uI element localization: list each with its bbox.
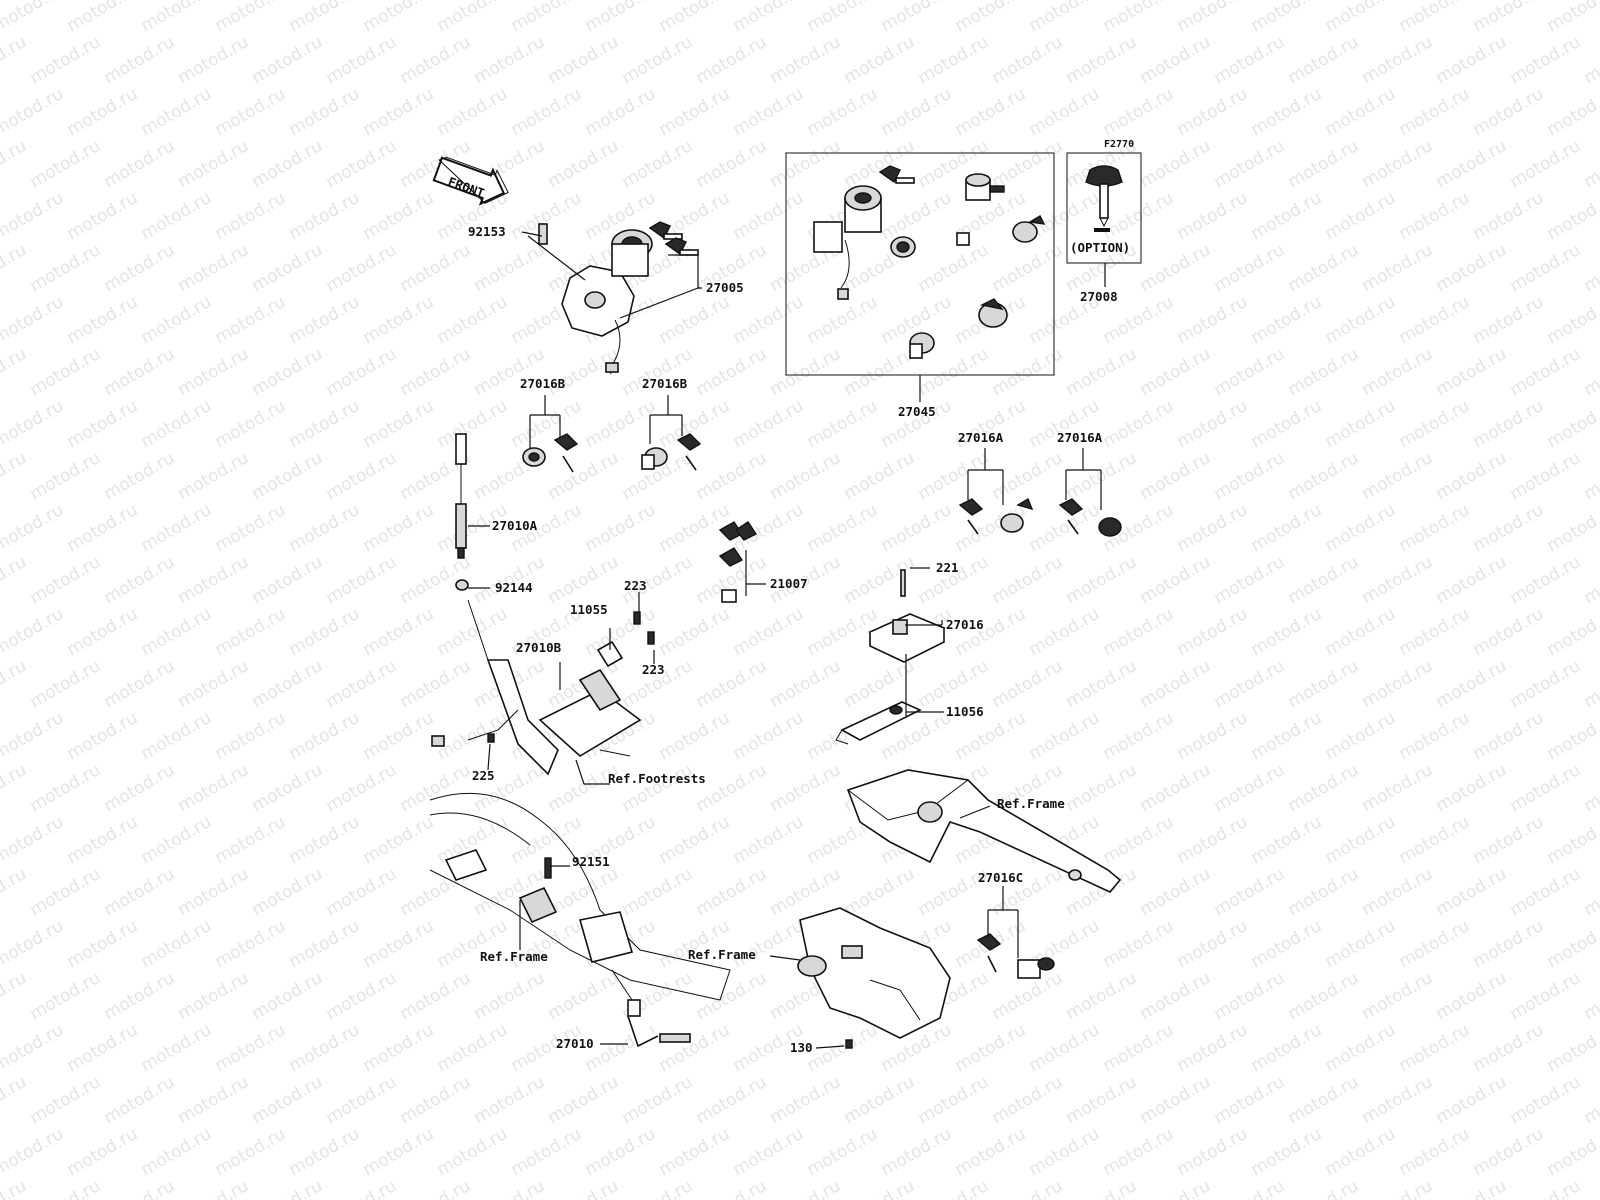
label-27010: 27010: [556, 1036, 594, 1051]
key-set-icon: [648, 221, 699, 256]
label-27005: 27005: [706, 280, 744, 295]
label-27016A-right: 27016A: [1057, 430, 1103, 445]
part-labels: 92153 27005 27008 27045 27016B 27016B 27…: [468, 224, 1118, 1055]
sensor-27010A-icon: [455, 433, 469, 591]
label-221: 221: [936, 560, 959, 575]
leader-lines: [468, 231, 1106, 1049]
frame-left-icon: [429, 792, 731, 1001]
label-130: 130: [790, 1040, 813, 1055]
sensor-27010-icon: [611, 969, 691, 1048]
label-223-bottom: 223: [642, 662, 665, 677]
bracket-27010B-assembly-icon: [431, 599, 655, 776]
option-code: F2770: [1104, 139, 1134, 150]
label-92153: 92153: [468, 224, 506, 239]
label-223-top: 223: [624, 578, 647, 593]
label-21007: 21007: [770, 576, 808, 591]
lock-27016C-icons: [976, 933, 1055, 979]
label-ref-frame-lower: Ref.Frame: [688, 947, 756, 962]
ignition-switch-icon: [561, 229, 653, 375]
bracket-11056-icon: [835, 701, 922, 745]
front-arrow-icon: FRONT: [432, 156, 509, 206]
label-ref-frame-left: Ref.Frame: [480, 949, 548, 964]
lock-27016A-icons: [958, 497, 1122, 537]
label-27016A-left: 27016A: [958, 430, 1004, 445]
label-27016B-right: 27016B: [642, 376, 688, 391]
label-ref-frame-right: Ref.Frame: [997, 796, 1065, 811]
frame-lower-right-icon: [797, 907, 951, 1049]
label-11055: 11055: [570, 602, 608, 617]
label-27008: 27008: [1080, 289, 1118, 304]
option-note: (OPTION): [1070, 240, 1130, 255]
label-11056: 11056: [946, 704, 984, 719]
label-92151: 92151: [572, 854, 610, 869]
kit-contents-icons: [813, 165, 1046, 359]
lock-27016B-icons: [522, 433, 702, 473]
label-27010B: 27010B: [516, 640, 562, 655]
key-set-21007-icon: [718, 521, 758, 603]
label-92144: 92144: [495, 580, 533, 595]
label-27016B-left: 27016B: [520, 376, 566, 391]
frame-right-icon: [846, 769, 1122, 893]
bolt-92153-icon: [538, 223, 548, 245]
label-225: 225: [472, 768, 495, 783]
option-box-27008: [1066, 152, 1142, 264]
label-ref-footrests: Ref.Footrests: [608, 771, 706, 786]
label-27045: 27045: [898, 404, 936, 419]
key-icon: [1085, 165, 1123, 232]
label-27010A: 27010A: [492, 518, 538, 533]
bracket-27016-icon: [868, 569, 946, 663]
label-27016C: 27016C: [978, 870, 1023, 885]
label-27016: 27016: [946, 617, 984, 632]
